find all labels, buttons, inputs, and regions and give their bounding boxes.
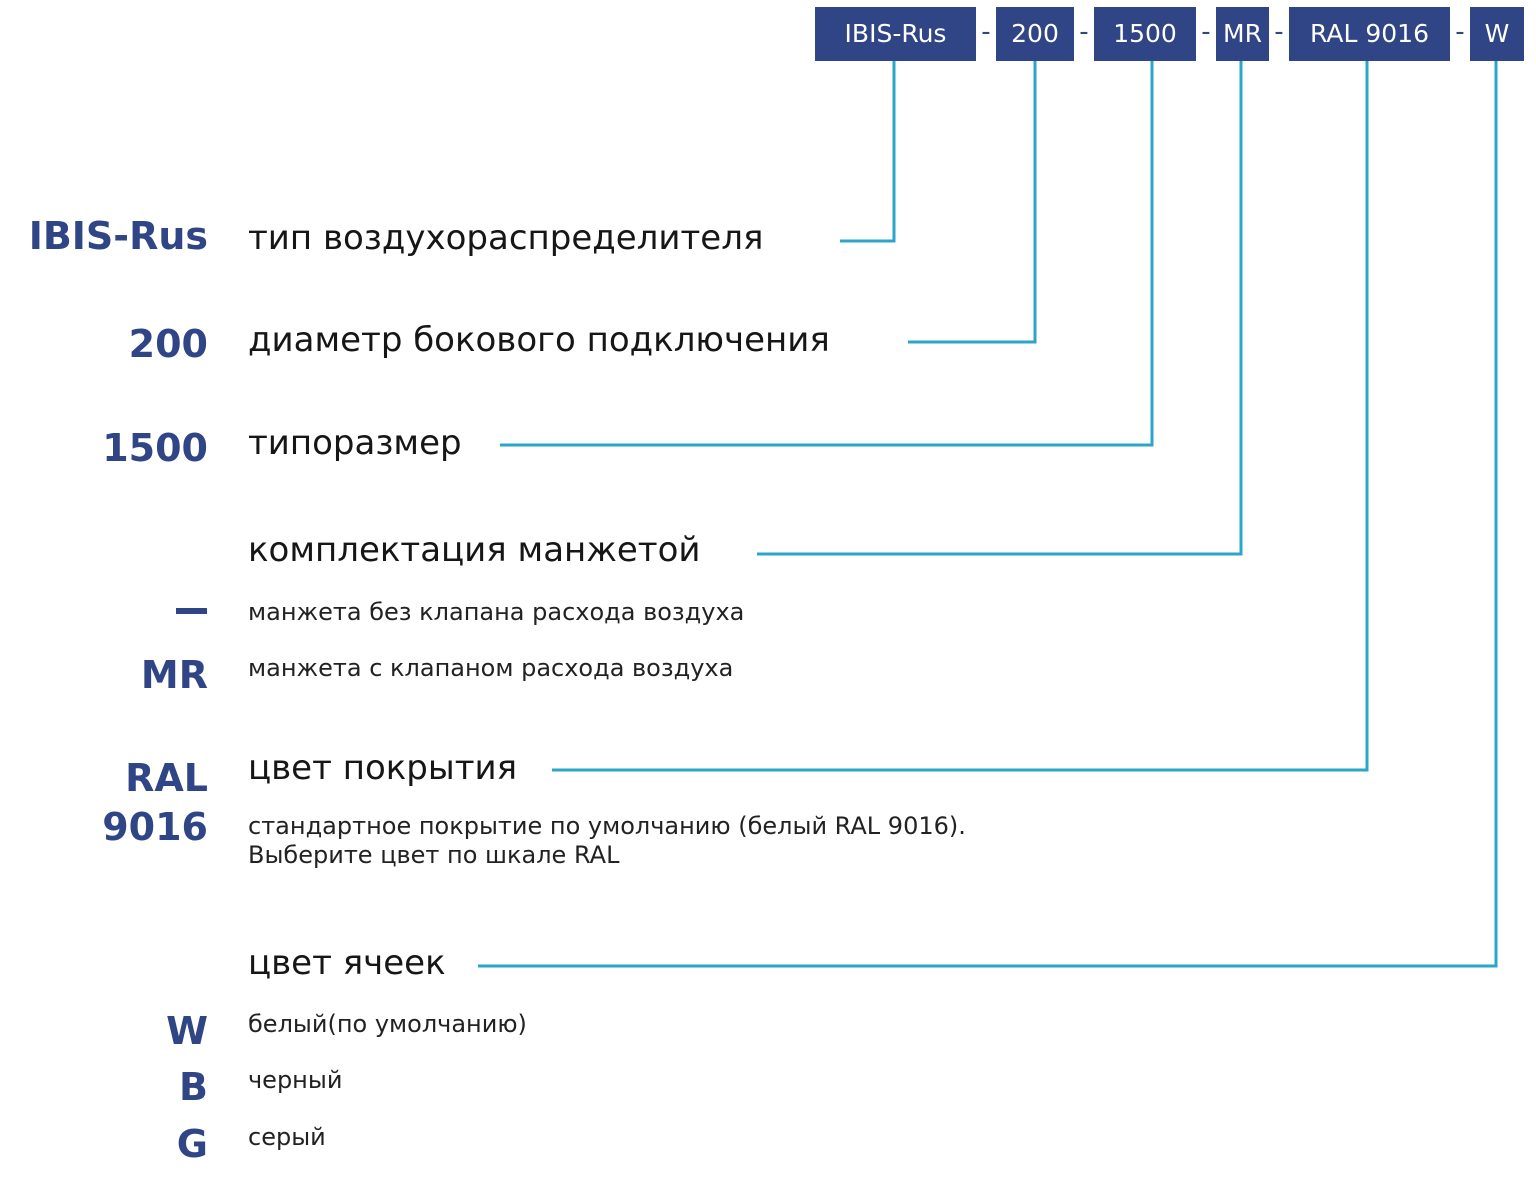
- connector-size: [500, 61, 1154, 447]
- code-box-cuff: MR: [1216, 7, 1269, 61]
- cells-option-code: B: [179, 1065, 208, 1109]
- connector-cells: [478, 61, 1498, 968]
- connector-coating: [552, 61, 1369, 772]
- code-box-diameter: 200: [996, 7, 1074, 61]
- cells-title: цвет ячеек: [248, 943, 446, 983]
- code-separator: -: [1201, 17, 1211, 47]
- connector-type: [840, 61, 896, 243]
- cuff-option-text: манжета без клапана расхода воздуха: [248, 598, 745, 626]
- type-code: IBIS-Rus: [28, 214, 208, 258]
- cuff-title: комплектация манжетой: [248, 530, 701, 570]
- coating-code-line2: 9016: [102, 805, 208, 849]
- code-separator: -: [981, 17, 991, 47]
- diameter-code: 200: [128, 322, 208, 366]
- coating-code-line1: RAL: [125, 756, 208, 800]
- cuff-option-code: MR: [140, 653, 208, 697]
- coating-desc-line1: стандартное покрытие по умолчанию (белый…: [248, 812, 966, 840]
- cells-option-code: G: [176, 1122, 208, 1166]
- cells-option-code: W: [166, 1009, 208, 1053]
- coating-desc-line2: Выберите цвет по шкале RAL: [248, 841, 620, 869]
- cells-option-text: белый(по умолчанию): [248, 1010, 527, 1038]
- cells-option-text: черный: [248, 1066, 343, 1094]
- code-separator: -: [1079, 17, 1089, 47]
- code-separator: -: [1455, 17, 1465, 47]
- code-box-type: IBIS-Rus: [815, 7, 976, 61]
- size-title: типоразмер: [248, 423, 462, 463]
- code-separator: -: [1274, 17, 1284, 47]
- cuff-option-text: манжета с клапаном расхода воздуха: [248, 654, 734, 682]
- connector-diameter: [908, 61, 1037, 344]
- coating-title: цвет покрытия: [248, 748, 518, 788]
- type-title: тип воздухораспределителя: [248, 218, 764, 258]
- size-code: 1500: [102, 426, 208, 470]
- no-valve-dash-mark: [176, 608, 207, 614]
- code-box-size: 1500: [1094, 7, 1196, 61]
- cells-option-text: серый: [248, 1123, 326, 1151]
- diameter-title: диаметр бокового подключения: [248, 320, 830, 360]
- code-box-coating: RAL 9016: [1289, 7, 1450, 61]
- code-box-cells: W: [1470, 7, 1524, 61]
- connector-cuff: [757, 61, 1243, 556]
